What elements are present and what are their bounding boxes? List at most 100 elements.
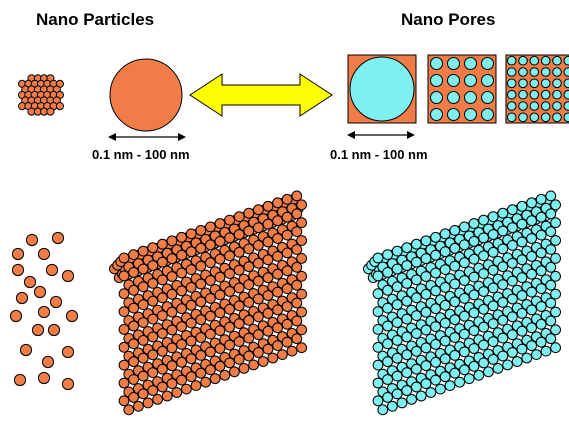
particle-cluster (18, 74, 65, 116)
block-pore (468, 360, 480, 372)
block-particle (195, 367, 207, 379)
single-pore-square (347, 54, 417, 124)
scale-label-pores: 0.1 nm - 100 nm (330, 147, 428, 162)
block-pore (411, 274, 422, 286)
block-particle (291, 226, 303, 238)
block-particle (296, 342, 308, 354)
block-pore (526, 340, 537, 352)
block-particle (133, 400, 144, 412)
block-pore (516, 236, 528, 248)
block-particle (118, 288, 130, 300)
block-particle (291, 190, 303, 202)
block-particle (123, 404, 135, 416)
block-pore (511, 356, 523, 367)
block-pore (478, 286, 490, 297)
scattered-particle (9, 309, 23, 323)
pore (540, 55, 551, 66)
block-particle (296, 235, 308, 246)
block-particle (161, 390, 173, 402)
scattered-particle (45, 263, 59, 277)
block-particle (195, 314, 207, 326)
block-pore (516, 325, 528, 337)
block-particle (128, 320, 140, 332)
block-pore (468, 218, 480, 229)
block-particle (147, 278, 159, 289)
block-pore (411, 238, 422, 250)
block-particle (243, 332, 255, 344)
block-particle (281, 301, 293, 312)
block-pore (372, 377, 384, 389)
pore (518, 67, 528, 77)
single-nano-particle (109, 58, 183, 132)
block-particle (181, 383, 192, 395)
block-particle (224, 339, 236, 351)
block-pore (411, 363, 422, 375)
block-particle (147, 349, 159, 361)
pore (430, 108, 443, 121)
block-pore (420, 324, 432, 336)
block-particle (291, 244, 303, 255)
block-particle (214, 343, 226, 354)
block-particle (118, 306, 130, 318)
pore (506, 78, 517, 89)
scale-label-particles: 0.1 nm - 100 nm (92, 147, 190, 162)
block-particle (243, 207, 255, 219)
block-pore (535, 301, 547, 312)
block-particle (267, 352, 279, 364)
block-pore (497, 261, 509, 273)
block-particle (166, 342, 178, 354)
block-particle (224, 214, 236, 226)
block-pore (459, 257, 470, 269)
block-particle (291, 315, 303, 327)
block-particle (257, 356, 269, 367)
block-particle (272, 340, 284, 352)
block-pore (545, 333, 557, 345)
block-particle (291, 261, 303, 273)
block-pore (550, 235, 561, 246)
block-particle (214, 307, 226, 319)
block-particle (233, 318, 245, 330)
pore (430, 74, 443, 87)
block-particle (166, 324, 178, 336)
pore (506, 67, 517, 77)
block-particle (118, 341, 130, 353)
block-particle (137, 317, 149, 328)
block-pore (401, 260, 413, 271)
block-pore (425, 387, 437, 398)
block-pore (487, 300, 499, 312)
pore (563, 67, 569, 77)
scale-arrow-pores (347, 131, 415, 139)
block-pore (439, 353, 451, 365)
block-particle (195, 350, 207, 361)
block-particle (286, 345, 298, 357)
block-particle (157, 238, 168, 250)
block-particle (137, 281, 149, 293)
pore (464, 57, 477, 70)
block-particle (291, 279, 303, 291)
scattered-particle (11, 247, 25, 261)
block-pore (439, 246, 451, 258)
block-pore (507, 311, 518, 323)
block-particle (253, 311, 264, 323)
block-pore (459, 310, 470, 322)
scattered-particle (31, 323, 45, 337)
block-pore (391, 370, 403, 382)
block-pore (372, 252, 384, 264)
block-pore (526, 215, 537, 227)
block-particle (166, 378, 178, 390)
block-particle (195, 260, 207, 272)
block-particle (233, 336, 245, 348)
block-particle (238, 363, 250, 374)
block-particle (176, 356, 188, 368)
block-particle (296, 199, 308, 211)
block-pore (430, 321, 442, 333)
block-pore (516, 308, 528, 319)
block-pore (535, 283, 547, 295)
block-particle (281, 283, 293, 295)
block-particle (296, 324, 308, 336)
block-pore (401, 349, 413, 361)
block-particle (243, 243, 255, 255)
block-particle (205, 310, 216, 322)
block-particle (118, 395, 130, 407)
